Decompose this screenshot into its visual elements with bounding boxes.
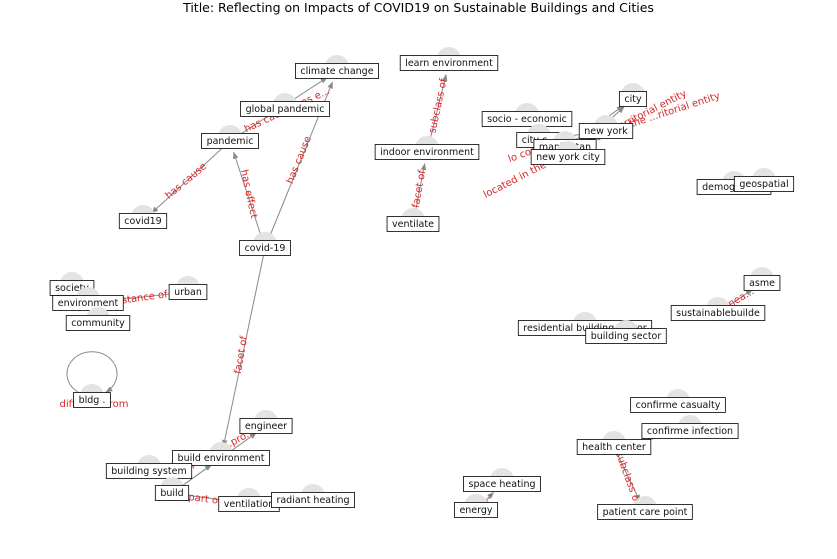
edge-label-e1: has cause [285,135,314,186]
node-label-sustainablebuilde: sustainablebuilde [676,308,760,319]
node-label-engineer: engineer [245,421,287,432]
node-learn-environment[interactable]: learn environment [399,47,499,71]
node-label-build: build [160,488,183,499]
node-confirme-casualty[interactable]: confirme casualty [630,389,726,413]
node-label-environment: environment [58,298,119,309]
edge-label-e15: part of [188,492,223,507]
nodes-layer: climate change global pandemic pandemic cov… [49,47,795,520]
node-geospatial[interactable]: geospatial [733,168,795,192]
node-label-covid19: covid19 [124,216,161,227]
node-sustainablebuilde[interactable]: sustainablebuilde [670,297,766,321]
edge-covid-19-to-pandemic [233,151,266,249]
edge-label-e3: has cause [164,161,210,202]
node-label-socio-economic: socio - economic [487,114,567,125]
node-label-covid-19: covid-19 [245,243,286,254]
node-covid-19[interactable]: covid-19 [239,232,291,256]
node-label-ventilation: ventilation [224,499,275,510]
node-community[interactable]: community [65,307,131,331]
edge-label-e7: facet of [411,169,429,209]
node-environment[interactable]: environment [52,287,124,311]
node-label-health-center: health center [582,442,646,453]
node-label-space-heating: space heating [469,479,536,490]
node-label-patient-care-point: patient care point [603,507,688,518]
node-city[interactable]: city [618,83,648,107]
node-label-geospatial: geospatial [739,179,788,190]
node-ventilation[interactable]: ventilation [218,488,280,512]
node-radiant-heating[interactable]: radiant heating [271,484,355,508]
node-label-radiant-heating: radiant heating [276,495,349,506]
node-building-system[interactable]: building system [105,455,193,479]
node-urban[interactable]: urban [168,276,208,300]
node-label-city: city [624,94,642,105]
node-ventilate[interactable]: ventilate [386,208,440,232]
edge-covid-19-to-build-environment [222,247,266,447]
node-label-community: community [71,318,125,329]
node-new-york[interactable]: new york [578,115,634,139]
node-socio-economic[interactable]: socio - economic [481,103,573,127]
node-health-center[interactable]: health center [576,431,652,455]
node-patient-care-point[interactable]: patient care point [597,496,693,520]
node-label-urban: urban [174,287,202,298]
node-bldg[interactable]: bldg . [73,384,111,408]
node-energy[interactable]: energy [454,494,498,518]
node-label-new-york: new york [584,126,628,137]
node-label-ventilate: ventilate [392,219,434,230]
node-label-building-system: building system [111,466,186,477]
node-label-energy: energy [459,505,492,516]
node-label-society: society [55,283,89,294]
node-pandemic[interactable]: pandemic [201,125,259,149]
node-indoor-environment[interactable]: indoor environment [374,136,480,160]
node-label-confirme-casualty: confirme casualty [636,400,721,411]
edge-pandemic-to-covid19 [151,140,231,214]
node-label-climate-change: climate change [300,66,373,77]
node-engineer[interactable]: engineer [239,410,293,434]
edge-health-center-to-patient-care-point [613,446,641,502]
edge-label-e5: facet of [233,335,251,375]
edge-label-e6: subclass of [427,77,449,134]
node-label-bldg: bldg . [79,395,106,406]
node-new-york-city[interactable]: new york city [530,141,606,165]
edge-label-e18: subclass of [613,450,642,506]
node-label-pandemic: pandemic [207,136,254,147]
node-label-new-york-city: new york city [536,152,600,163]
node-asme[interactable]: asme [743,267,781,291]
node-build[interactable]: build [154,477,190,501]
edge-bldg-to-bldg [66,351,118,393]
node-label-indoor-environment: indoor environment [380,147,474,158]
node-label-build-environment: build environment [178,453,265,464]
node-climate-change[interactable]: climate change [295,55,379,79]
node-label-asme: asme [749,278,775,289]
edge-label-e2: has effect [238,169,259,220]
diagram-title: Title: Reflecting on Impacts of COVID19 … [183,0,654,15]
node-building-sector[interactable]: building sector [585,320,667,344]
node-label-global-pandemic: global pandemic [246,104,325,115]
node-label-learn-environment: learn environment [405,58,493,69]
node-label-residential-building-sector: residential building sector [523,323,646,334]
node-space-heating[interactable]: space heating [463,468,541,492]
node-label-building-sector: building sector [591,331,662,342]
node-label-confirme-infection: confirme infection [647,426,733,437]
node-build-environment[interactable]: build environment [172,442,270,466]
node-covid19[interactable]: covid19 [118,205,168,229]
node-global-pandemic[interactable]: global pandemic [240,93,330,117]
node-confirme-infection[interactable]: confirme infection [641,415,739,439]
